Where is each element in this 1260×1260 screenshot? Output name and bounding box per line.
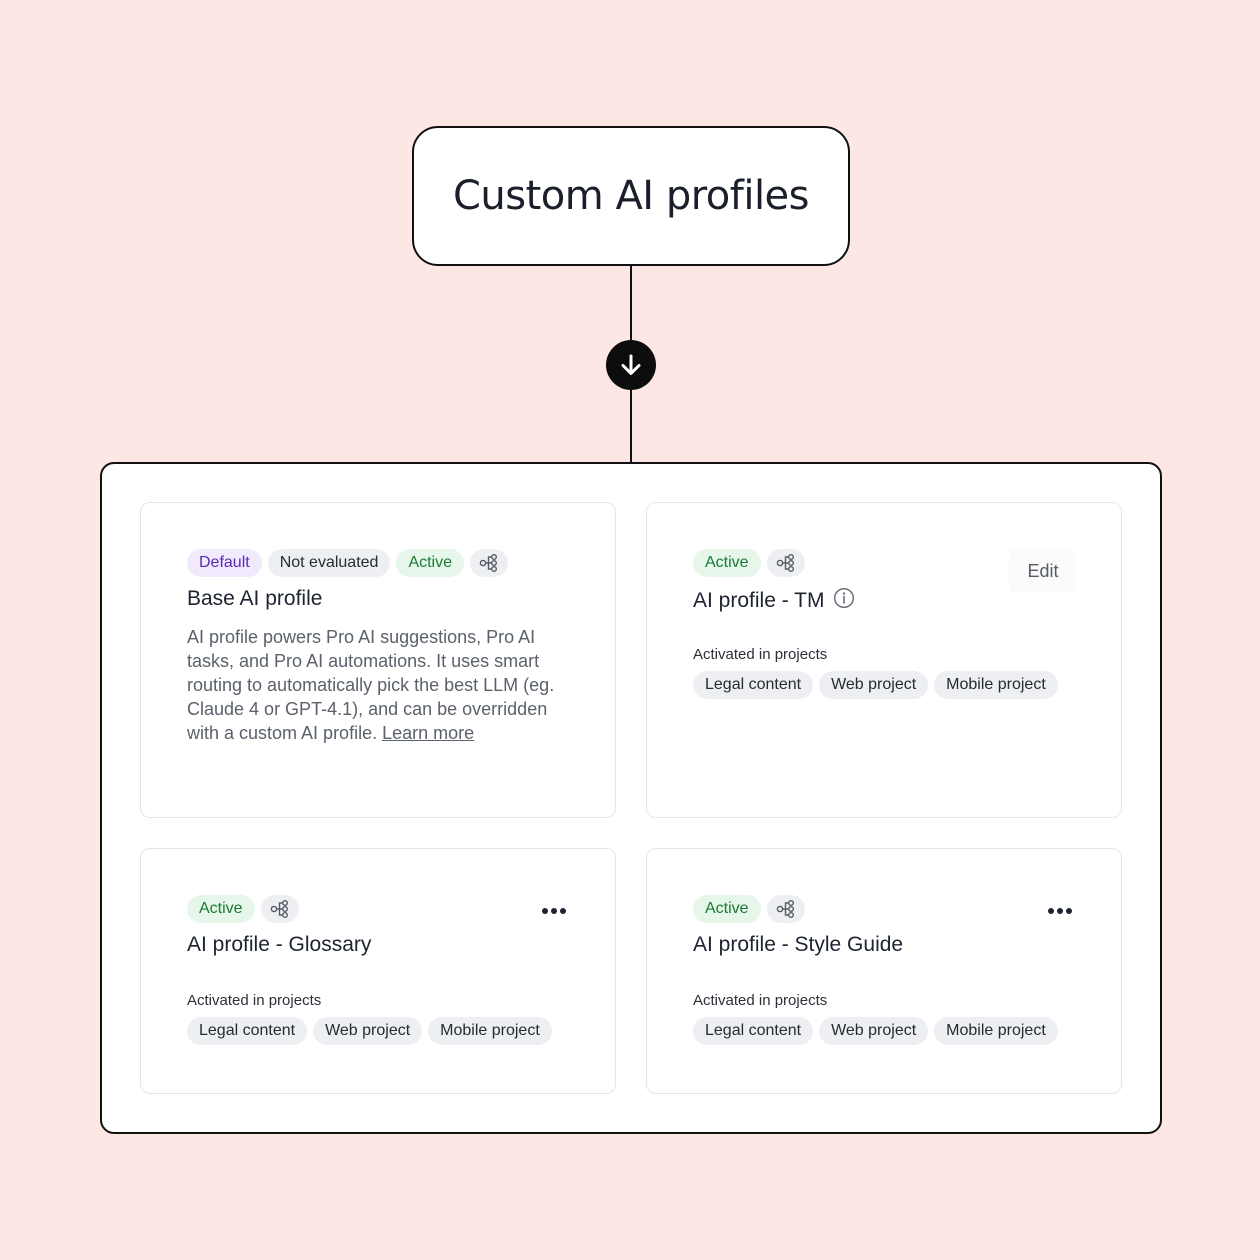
more-icon[interactable] (539, 899, 569, 923)
default-badge: Default (187, 549, 262, 577)
profile-card-base[interactable]: Default Not evaluated Active Base AI pro… (140, 502, 616, 818)
title-node: Custom AI profiles (412, 126, 850, 266)
info-icon[interactable] (833, 587, 855, 615)
card-title: Base AI profile (187, 587, 322, 611)
badge-row: Active (693, 549, 805, 577)
projects-label: Activated in projects (693, 646, 828, 663)
card-description: AI profile powers Pro AI suggestions, Pr… (187, 625, 567, 745)
project-chip: Legal content (187, 1017, 308, 1045)
arrow-down-icon (606, 340, 656, 390)
card-title: AI profile - Style Guide (693, 933, 903, 957)
card-title-text: Base AI profile (187, 587, 323, 610)
project-chip: Legal content (693, 1017, 814, 1045)
active-badge: Active (396, 549, 465, 577)
badge-row: Active (693, 895, 805, 923)
workflow-icon (260, 895, 299, 923)
profiles-panel: Default Not evaluated Active Base AI pro… (100, 462, 1162, 1134)
description-text: AI profile powers Pro AI suggestions, Pr… (187, 627, 555, 743)
learn-more-link[interactable]: Learn more (382, 723, 475, 743)
more-icon[interactable] (1045, 899, 1075, 923)
project-chip: Mobile project (428, 1017, 552, 1045)
badge-row: Default Not evaluated Active (187, 549, 509, 577)
card-title-text: AI profile - TM (693, 589, 825, 612)
edit-button[interactable]: Edit (1009, 549, 1077, 593)
project-chip: Web project (819, 671, 929, 699)
projects-label: Activated in projects (693, 992, 828, 1009)
projects-label: Activated in projects (187, 992, 322, 1009)
not-evaluated-badge: Not evaluated (267, 549, 391, 577)
card-title: AI profile - TM (693, 587, 855, 615)
project-chip: Mobile project (934, 1017, 1058, 1045)
card-title-text: AI profile - Style Guide (693, 933, 904, 956)
workflow-icon (766, 895, 805, 923)
project-chip: Legal content (693, 671, 814, 699)
profile-card-glossary[interactable]: Active AI profile - Glossary Activated i… (140, 848, 616, 1094)
project-chip: Web project (313, 1017, 423, 1045)
project-chips: Legal content Web project Mobile project (187, 1017, 552, 1045)
project-chip: Web project (819, 1017, 929, 1045)
project-chips: Legal content Web project Mobile project (693, 1017, 1058, 1045)
workflow-icon (766, 549, 805, 577)
profile-card-style-guide[interactable]: Active AI profile - Style Guide Activate… (646, 848, 1122, 1094)
workflow-icon (470, 549, 509, 577)
active-badge: Active (693, 549, 761, 577)
project-chips: Legal content Web project Mobile project (693, 671, 1058, 699)
card-title-text: AI profile - Glossary (187, 933, 372, 956)
card-title: AI profile - Glossary (187, 933, 371, 957)
profile-card-tm[interactable]: Active Edit AI profile - TM Activated in… (646, 502, 1122, 818)
project-chip: Mobile project (934, 671, 1058, 699)
active-badge: Active (693, 895, 761, 923)
active-badge: Active (187, 895, 255, 923)
diagram-title: Custom AI profiles (452, 173, 810, 219)
badge-row: Active (187, 895, 299, 923)
